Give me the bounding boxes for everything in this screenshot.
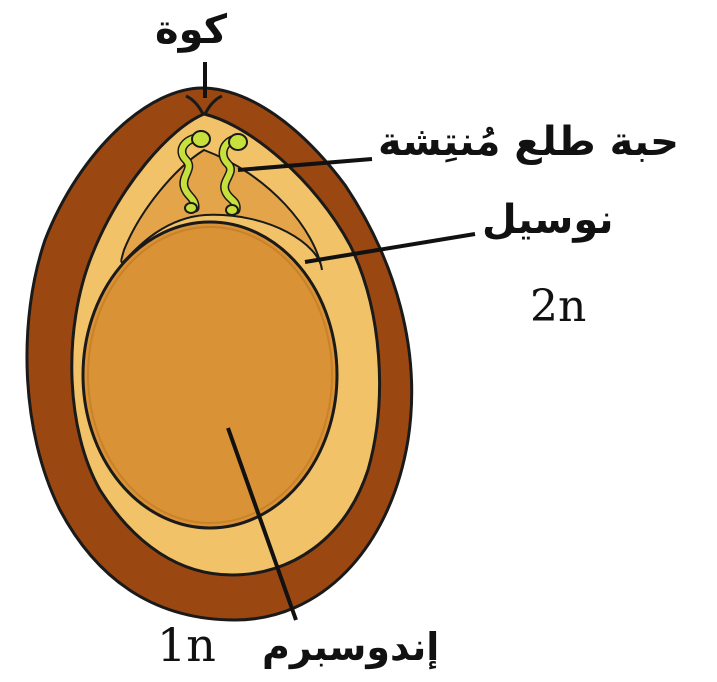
pollen-grain-label: حبة طلع مُنتِشة bbox=[378, 122, 679, 162]
pollen-grain-left bbox=[192, 131, 210, 147]
endosperm bbox=[83, 222, 337, 528]
pollen-grain-right bbox=[229, 134, 247, 150]
pollen-tip-right bbox=[226, 205, 238, 215]
pollen-tip-left bbox=[185, 203, 197, 213]
micropyle-label: كوة bbox=[155, 10, 227, 50]
nucellus-ploidy-label: 2n bbox=[530, 285, 586, 329]
nucellus-label: نوسيل bbox=[482, 200, 613, 240]
endosperm-label: إندوسبرم bbox=[262, 628, 439, 666]
endosperm-ploidy-label: 1n bbox=[157, 622, 216, 668]
